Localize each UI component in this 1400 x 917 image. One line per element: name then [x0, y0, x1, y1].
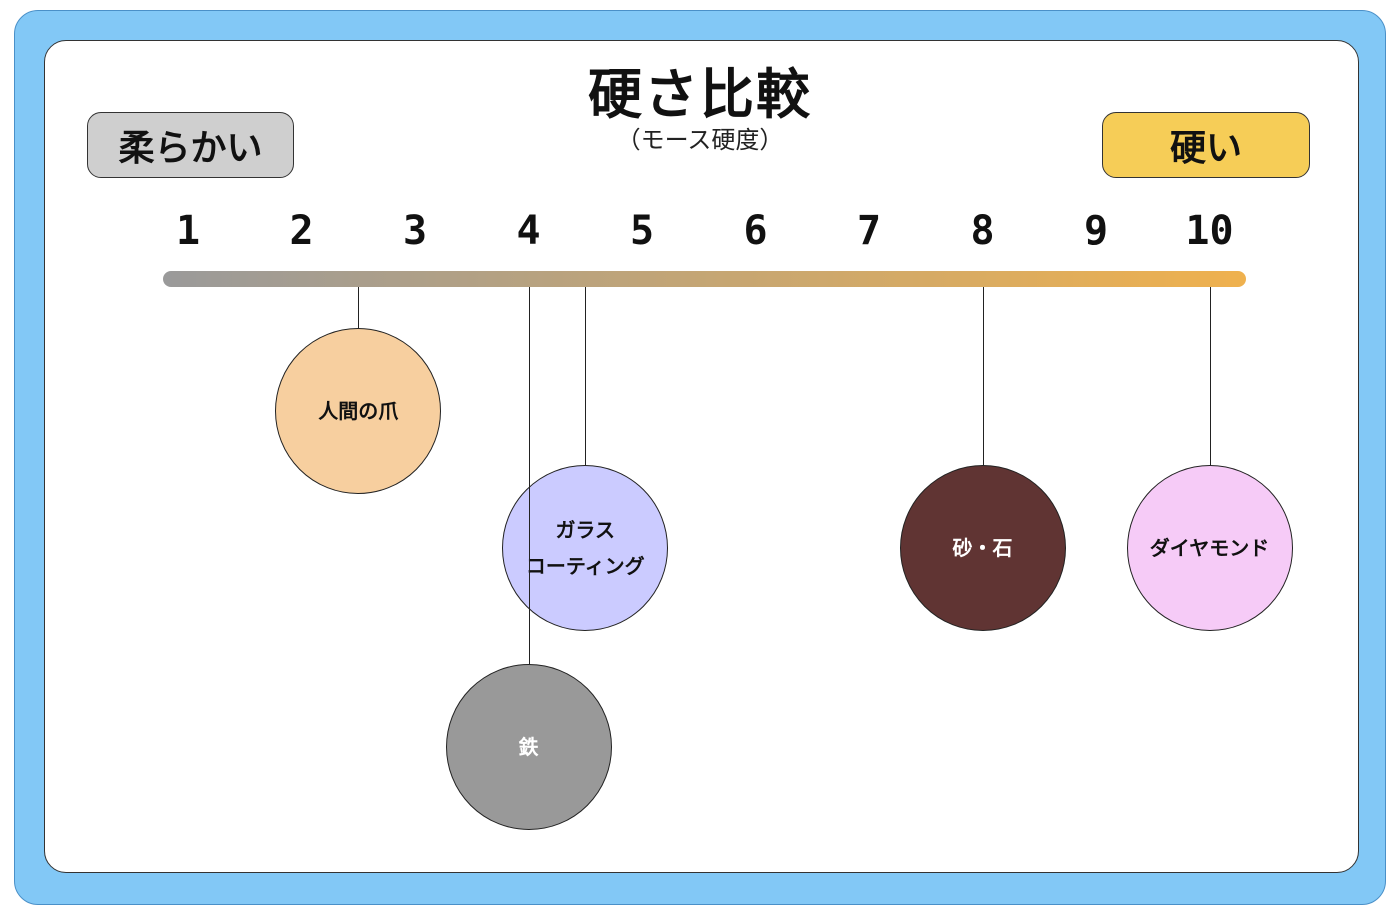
hard-label: 硬い [1102, 112, 1310, 178]
material-node-glass: ガラスコーティング [502, 465, 669, 631]
tick-label: 1 [175, 208, 201, 254]
page-subtitle: （モース硬度） [616, 126, 784, 154]
nail-connector [358, 287, 360, 328]
material-label: 人間の爪 [318, 399, 399, 423]
material-node-diamond: ダイヤモンド [1126, 465, 1293, 631]
material-label: ダイヤモンド [1149, 536, 1270, 560]
tick-label: 2 [289, 208, 314, 254]
page-title: 硬さ比較 [588, 63, 812, 126]
tick-label: 8 [970, 208, 995, 254]
material-label: コーティング [525, 554, 645, 578]
iron-connector [528, 287, 530, 664]
tick-label: 3 [402, 208, 428, 254]
material-node-nail: 人間の爪 [275, 328, 442, 494]
hardness-scale-bar [163, 271, 1246, 287]
soft-label: 柔らかい [87, 112, 294, 178]
material-node-sand: 砂・石 [899, 465, 1066, 631]
sand-connector [982, 287, 984, 465]
material-label: 鉄 [518, 735, 539, 759]
material-node-iron: 鉄 [445, 664, 612, 830]
tick-label: 10 [1185, 208, 1234, 254]
tick-label: 9 [1083, 208, 1109, 254]
glass-connector [585, 287, 587, 465]
material-label: ガラス [555, 518, 616, 542]
tick-label: 6 [743, 208, 768, 254]
tick-label: 7 [856, 208, 882, 254]
diamond-connector [1209, 287, 1211, 465]
tick-label: 4 [516, 208, 541, 254]
tick-label: 5 [629, 208, 655, 254]
material-label: 砂・石 [952, 536, 1013, 560]
diagram-panel [44, 40, 1359, 873]
